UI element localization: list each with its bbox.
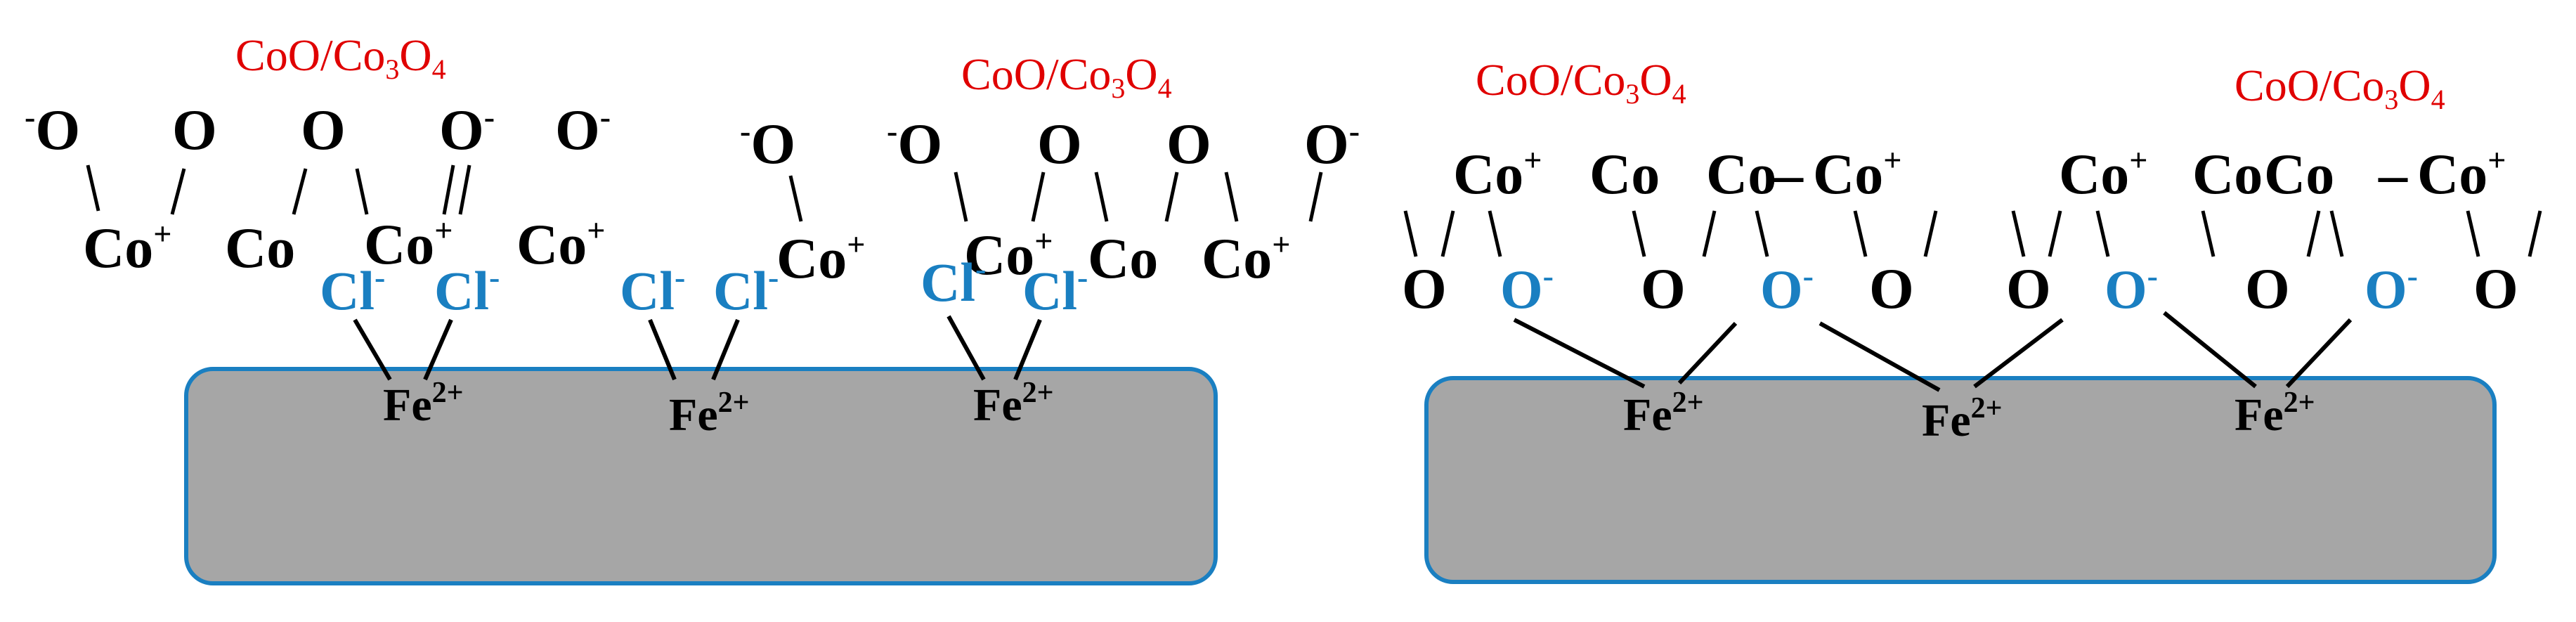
left-oxide-label-2: CoO/Co3O4 <box>961 49 1172 104</box>
left-co-cation: Co+ <box>83 216 171 280</box>
right-co-cation: Co+ <box>2417 142 2506 206</box>
right-dash: – <box>1774 142 1804 206</box>
left-co: Co <box>1088 226 1158 290</box>
left-o: O <box>1037 112 1082 176</box>
right-fe-cation: Fe2+ <box>1922 392 2003 446</box>
left-o-anion: -O <box>740 112 795 176</box>
left-o: O <box>1166 112 1211 176</box>
right-oxide-label-1: CoO/Co3O4 <box>1476 55 1686 110</box>
right-o-anion: O- <box>1760 258 1814 320</box>
right-oxide-label-2: CoO/Co3O4 <box>2235 60 2445 115</box>
left-co-cation: Co+ <box>1202 226 1290 290</box>
right-dash: – <box>2378 142 2408 206</box>
right-panel: CoO/Co3O4 CoO/Co3O4 Co+ Co Co – Co+ Co+ … <box>1402 55 2542 584</box>
left-co-cation: Co+ <box>364 212 453 276</box>
right-o: O <box>2245 257 2290 320</box>
left-cl-anion: Cl- <box>434 259 500 321</box>
left-o-anion: O- <box>555 98 611 162</box>
left-co-cation: Co+ <box>516 212 605 276</box>
right-co-cation: Co+ <box>2059 142 2147 206</box>
right-o-anion: O- <box>2105 258 2158 320</box>
right-co-cation: Co+ <box>1813 142 1901 206</box>
right-co: Co <box>1706 142 1776 206</box>
left-o: O <box>301 98 346 162</box>
right-fe-cation: Fe2+ <box>2235 387 2315 441</box>
right-co: Co <box>1589 142 1660 206</box>
right-o-anion: O- <box>1500 258 1554 320</box>
left-o-anion: O- <box>1304 112 1360 176</box>
left-co: Co <box>225 216 295 280</box>
left-o-anion: -O <box>887 112 942 176</box>
right-substrate <box>1424 376 2497 584</box>
right-co: Co <box>2264 142 2334 206</box>
right-o: O <box>2006 257 2051 320</box>
left-panel: CoO/Co3O4 CoO/Co3O4 -O O O O- O- -O -O O… <box>25 30 1360 585</box>
right-o: O <box>1869 257 1914 320</box>
left-fe-cation: Fe2+ <box>973 377 1054 431</box>
right-o: O <box>2473 257 2518 320</box>
left-cl-anion: Cl- <box>713 259 779 321</box>
left-co-cation: Co+ <box>964 223 1053 287</box>
right-fe-cation: Fe2+ <box>1623 387 1704 441</box>
left-o-anion: -O <box>25 98 80 162</box>
left-fe-cation: Fe2+ <box>669 387 750 441</box>
right-co-cation: Co+ <box>1453 142 1542 206</box>
left-substrate <box>184 367 1218 585</box>
right-o: O <box>1641 257 1686 320</box>
left-o-anion: O- <box>439 98 495 162</box>
right-o-anion: O- <box>2364 258 2418 320</box>
left-fe-cation: Fe2+ <box>383 377 464 431</box>
left-oxide-label-1: CoO/Co3O4 <box>235 30 446 85</box>
left-cl-anion: Cl- <box>620 259 685 321</box>
left-o: O <box>172 98 217 162</box>
left-cl-anion: Cl- <box>921 251 986 313</box>
left-cl-anion: Cl- <box>320 259 385 321</box>
left-co-cation: Co+ <box>776 226 865 290</box>
right-co: Co <box>2192 142 2263 206</box>
right-o: O <box>1402 257 1447 320</box>
left-cl-anion: Cl- <box>1022 259 1088 321</box>
